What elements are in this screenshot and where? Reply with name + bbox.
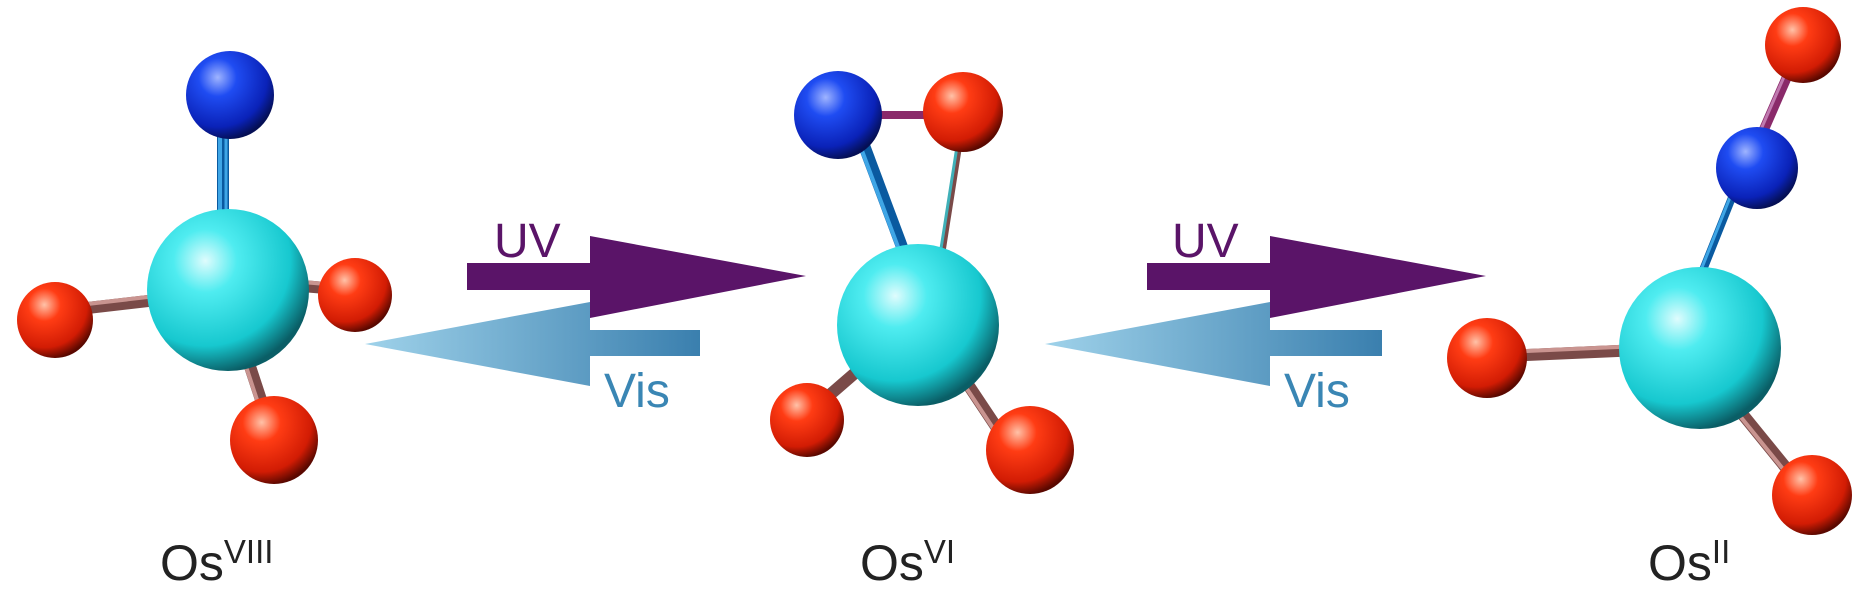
transition-2: UV Vis: [1045, 215, 1486, 418]
vis-arrow-shape: [1045, 302, 1382, 386]
vis-arrow-shape: [365, 302, 700, 386]
vis-label: Vis: [1284, 365, 1350, 418]
osmium-atom: [1619, 267, 1781, 429]
nitrogen-atom: [1716, 127, 1798, 209]
oxygen-atom: [770, 383, 844, 457]
molecule-os-ii: [1447, 7, 1852, 535]
label-os-ii: OsII: [1648, 533, 1730, 591]
molecule-os-vi: [770, 71, 1074, 494]
uv-arrow: [1147, 236, 1486, 318]
oxygen-atom: [318, 258, 392, 332]
element-symbol: Os: [860, 535, 924, 591]
uv-label: UV: [1172, 215, 1239, 268]
oxygen-atom: [986, 406, 1074, 494]
label-os-viii: OsVIII: [160, 533, 273, 591]
oxygen-atom: [1765, 7, 1841, 83]
transition-1: UV Vis: [365, 215, 806, 418]
uv-label: UV: [494, 215, 561, 268]
oxidation-state: VI: [924, 533, 955, 570]
oxygen-atom: [230, 396, 318, 484]
molecule-labels: OsVIII OsVI OsII: [160, 533, 1730, 591]
nitrogen-atom: [186, 51, 274, 139]
osmium-atom: [147, 209, 309, 371]
molecule-os-viii: [17, 51, 392, 484]
nitrogen-atom: [794, 71, 882, 159]
element-symbol: Os: [1648, 535, 1712, 591]
oxygen-atom: [1447, 318, 1527, 398]
oxidation-state: VIII: [224, 533, 274, 570]
label-os-vi: OsVI: [860, 533, 955, 591]
element-symbol: Os: [160, 535, 224, 591]
uv-arrow: [467, 236, 806, 318]
osmium-atom: [837, 244, 999, 406]
oxidation-state: II: [1712, 533, 1730, 570]
oxygen-atom: [923, 72, 1003, 152]
oxygen-atom: [1772, 455, 1852, 535]
oxygen-atom: [17, 282, 93, 358]
vis-label: Vis: [604, 365, 670, 418]
